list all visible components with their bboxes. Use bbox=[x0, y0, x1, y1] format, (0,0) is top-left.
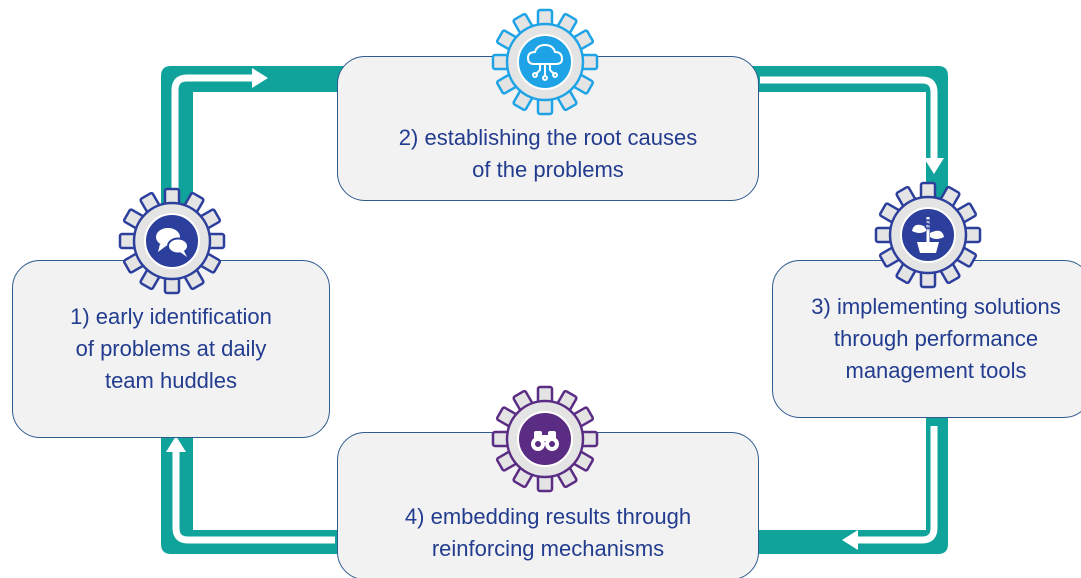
arrowhead-top-left bbox=[252, 68, 268, 88]
arrow-bottom-left bbox=[172, 452, 335, 544]
arrowhead-bottom-right bbox=[842, 530, 858, 550]
step-3-box: 3) implementing solutions through perfor… bbox=[772, 260, 1081, 418]
cloud-network-icon bbox=[526, 43, 564, 81]
arrow-top-left bbox=[171, 74, 252, 190]
step-2-gear bbox=[491, 8, 599, 116]
step-2-label: 2) establishing the root causes of the p… bbox=[398, 125, 698, 182]
step-1-label: 1) early identification of problems at d… bbox=[70, 304, 272, 393]
arrowhead-top-right bbox=[924, 158, 944, 174]
money-plant-icon: $ bbox=[912, 216, 944, 253]
arrowhead-bottom-left bbox=[166, 436, 186, 452]
binoculars-icon bbox=[531, 431, 559, 451]
step-4-label: 4) embedding results through reinforcing… bbox=[404, 504, 692, 561]
step-1-gear bbox=[118, 187, 226, 295]
step-3-label: 3) implementing solutions through perfor… bbox=[811, 294, 1061, 383]
arrow-bottom-right bbox=[858, 426, 938, 544]
step-3-gear: $ bbox=[874, 181, 982, 289]
arrow-top-right bbox=[760, 76, 938, 158]
step-4-gear bbox=[491, 385, 599, 493]
svg-text:$: $ bbox=[924, 216, 932, 232]
gear-icon-disc bbox=[517, 34, 573, 90]
speech-bubbles-icon bbox=[156, 228, 189, 257]
